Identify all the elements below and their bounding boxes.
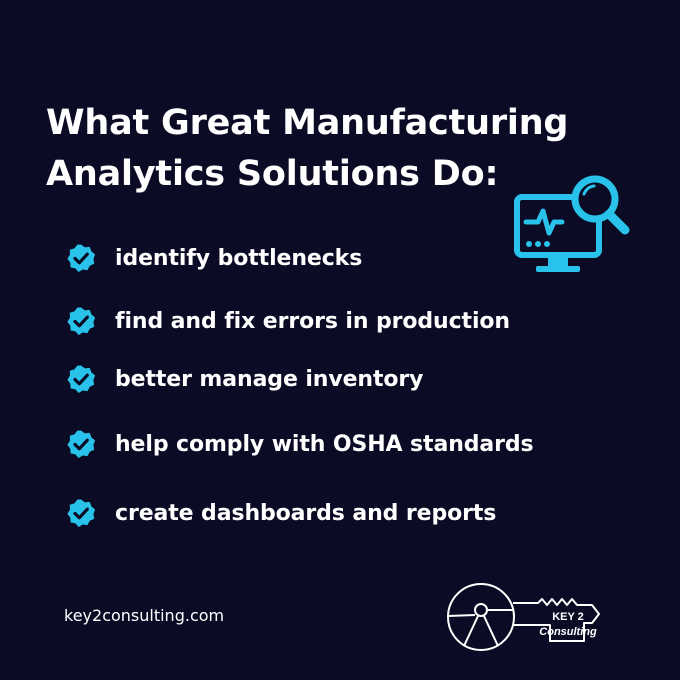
benefit-label: create dashboards and reports xyxy=(115,500,497,526)
benefit-label: help comply with OSHA standards xyxy=(115,431,534,457)
benefit-item: identify bottlenecks xyxy=(66,243,362,273)
benefit-item: create dashboards and reports xyxy=(66,498,496,528)
monitor-magnifier-icon xyxy=(514,175,630,272)
check-badge-icon xyxy=(67,430,96,458)
headline-line-2: Analytics Solutions Do: xyxy=(46,154,499,194)
benefit-label: identify bottlenecks xyxy=(115,245,363,271)
logo-line-1: KEY 2 xyxy=(552,611,584,623)
headline-line-1: What Great Manufacturing xyxy=(46,103,569,143)
logo-line-2: Consulting xyxy=(539,626,597,638)
key2-consulting-logo: KEY 2 Consulting xyxy=(447,583,600,651)
headline: What Great Manufacturing Analytics Solut… xyxy=(46,98,606,200)
check-badge-icon xyxy=(67,244,96,272)
website-url: key2consulting.com xyxy=(64,606,225,625)
benefit-item: find and fix errors in production xyxy=(66,306,510,336)
benefit-item: better manage inventory xyxy=(66,364,423,394)
benefit-label: find and fix errors in production xyxy=(115,308,510,334)
check-badge-icon xyxy=(67,499,96,527)
benefit-item: help comply with OSHA standards xyxy=(66,429,534,459)
check-badge-icon xyxy=(67,307,96,335)
benefit-label: better manage inventory xyxy=(115,366,424,392)
check-badge-icon xyxy=(67,365,96,393)
